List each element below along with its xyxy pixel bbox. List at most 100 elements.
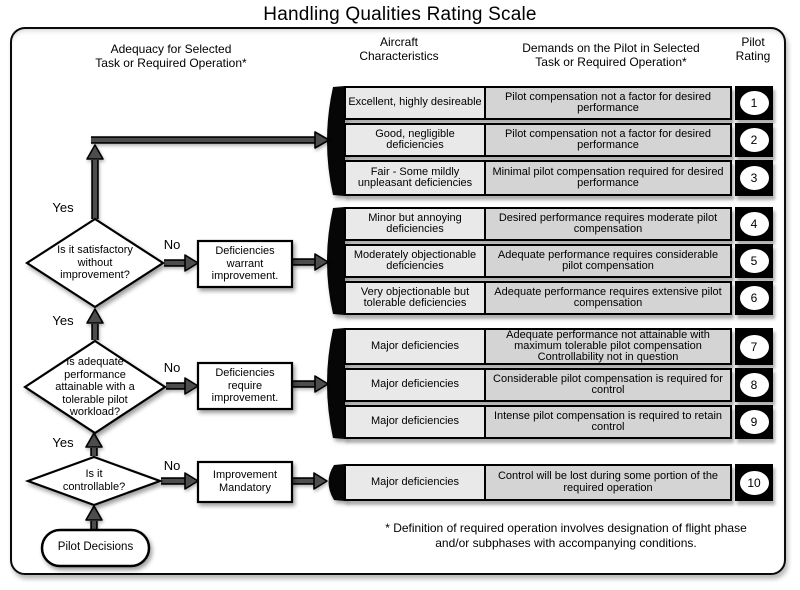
- aircraft-characteristics-cell: Fair - Some mildly unpleasant deficienci…: [346, 162, 486, 194]
- rating-row-3: Fair - Some mildly unpleasant deficienci…: [344, 160, 773, 196]
- bracket-ratings-7-9: [327, 328, 345, 439]
- footnote: * Definition of required operation invol…: [385, 521, 747, 550]
- action-box-deficiencies-require: [196, 361, 294, 411]
- pilot-demands-cell: Adequate performance requires extensive …: [494, 285, 722, 309]
- action-box-2-label: Deficiencies require improvement.: [211, 367, 279, 404]
- rating-badge: 7: [739, 334, 769, 359]
- rating-row-5: Moderately objectionable deficiencies Ade…: [344, 244, 773, 278]
- decision-diamond-adequate-performance: [22, 339, 168, 435]
- pilot-demands-cell: Intense pilot compensation is required t…: [493, 409, 723, 433]
- bracket-ratings-1-3: [327, 86, 345, 196]
- pilot-demands-cell: Adequate performance requires considerab…: [497, 248, 719, 272]
- pilot-demands-cell: Pilot compensation not a factor for desi…: [504, 90, 712, 114]
- no-label-1: No: [163, 237, 181, 252]
- arrow-up-yes1-icon: [86, 144, 104, 160]
- aircraft-characteristics-cell: Major deficiencies: [346, 466, 486, 499]
- pilot-demands-cell: Pilot compensation not a factor for desi…: [504, 127, 712, 151]
- action-box-deficiencies-warrant: [196, 239, 294, 289]
- header-pilot-demands: Demands on the Pilot in Selected Task or…: [522, 41, 700, 69]
- pilot-rating-cell: 3: [735, 160, 773, 196]
- rating-badge: 5: [739, 249, 769, 273]
- pilot-demands-cell: Considerable pilot compensation is requi…: [493, 372, 723, 396]
- decision-1-question: Is it satisfactory without improvement?: [57, 244, 133, 281]
- aircraft-characteristics-cell: Major deficiencies: [346, 407, 486, 437]
- arrow-no2-icon: [184, 377, 199, 395]
- no-label-2: No: [163, 360, 181, 375]
- yes-label-1: Yes: [52, 200, 74, 215]
- rating-row-9: Major deficiencies Intense pilot compensa…: [344, 405, 773, 439]
- rating-row-4: Minor but annoying deficiencies Desired p…: [344, 207, 773, 241]
- aircraft-characteristics-cell: Major deficiencies: [346, 330, 486, 363]
- arrow-no3-icon: [184, 472, 199, 490]
- rating-badge: 4: [739, 212, 769, 236]
- decision-diamond-controllable: [24, 455, 164, 507]
- pilot-rating-cell: 6: [735, 281, 773, 315]
- aircraft-characteristics-cell: Excellent, highly desireable: [346, 88, 486, 118]
- page-title: Handling Qualities Rating Scale: [263, 4, 537, 25]
- arrow-no1-icon: [184, 254, 199, 272]
- yes-label-3: Yes: [52, 435, 74, 450]
- diagram-frame: [10, 27, 786, 575]
- arrow-to-group4-icon: [313, 472, 328, 490]
- arrow-up-yes3-icon: [85, 432, 103, 448]
- flow-nodes: [22, 217, 294, 568]
- rating-row-1: Excellent, highly desireable Pilot compen…: [344, 86, 773, 120]
- action-box-improvement-mandatory: [196, 460, 294, 504]
- pilot-demands-cell: Minimal pilot compensation required for …: [492, 165, 724, 189]
- pilot-decisions-pill: [40, 528, 151, 568]
- rating-row-7: Major deficiencies Adequate performance n…: [344, 328, 773, 365]
- arrow-up-from-pilot-decisions-icon: [85, 505, 103, 521]
- rating-badge: 10: [739, 470, 769, 495]
- arrow-to-group3-icon: [314, 375, 329, 393]
- rating-badge: 2: [739, 128, 769, 152]
- aircraft-characteristics-cell: Minor but annoying deficiencies: [346, 209, 486, 239]
- pilot-demands-cell: Adequate performance not attainable with…: [506, 329, 710, 363]
- header-aircraft-characteristics: Aircraft Characteristics: [359, 35, 439, 63]
- aircraft-characteristics-cell: Very objectionable but tolerable deficie…: [346, 283, 486, 313]
- yes-label-2: Yes: [52, 313, 74, 328]
- decision-2-question: Is adequate performance attainable with …: [55, 356, 135, 418]
- rating-group-10: Major deficiencies Control will be lost d…: [344, 464, 773, 504]
- rating-group-4-6: Minor but annoying deficiencies Desired p…: [344, 207, 773, 318]
- action-box-1-label: Deficiencies warrant improvement.: [211, 245, 279, 282]
- header-adequacy: Adequacy for Selected Task or Required O…: [95, 42, 247, 70]
- rating-badge: 6: [739, 286, 769, 310]
- arrow-up-yes2-icon: [86, 308, 104, 324]
- decision-3-question: Is it controllable?: [62, 468, 126, 493]
- aircraft-characteristics-cell: Major deficiencies: [346, 370, 486, 400]
- rating-row-6: Very objectionable but tolerable deficie…: [344, 281, 773, 315]
- pilot-rating-cell: 7: [735, 328, 773, 365]
- aircraft-characteristics-cell: Good, negligible deficiencies: [346, 125, 486, 155]
- rating-badge: 8: [739, 373, 769, 397]
- pilot-demands-cell: Control will be lost during some portion…: [497, 470, 719, 494]
- bracket-rating-10: [328, 464, 345, 501]
- pilot-rating-cell: 8: [735, 368, 773, 402]
- rating-badge: 1: [739, 91, 769, 115]
- group-brackets: [327, 86, 345, 501]
- rating-badge: 9: [739, 410, 769, 434]
- pilot-rating-cell: 5: [735, 244, 773, 278]
- header-pilot-rating: Pilot Rating: [735, 35, 771, 63]
- pilot-rating-cell: 2: [735, 123, 773, 157]
- arrow-to-group2-icon: [314, 253, 329, 271]
- action-box-3-label: Improvement Mandatory: [212, 469, 278, 494]
- pilot-rating-cell: 9: [735, 405, 773, 439]
- flow-arrows: [85, 131, 330, 529]
- rating-row-10: Major deficiencies Control will be lost d…: [344, 464, 773, 501]
- decision-diamond-satisfactory: [24, 217, 166, 309]
- rating-group-7-9: Major deficiencies Adequate performance n…: [344, 328, 773, 442]
- aircraft-characteristics-cell: Moderately objectionable deficiencies: [346, 246, 486, 276]
- no-label-3: No: [163, 458, 181, 473]
- rating-row-8: Major deficiencies Considerable pilot com…: [344, 368, 773, 402]
- pilot-decisions-label: Pilot Decisions: [57, 541, 134, 553]
- arrow-right-to-group1-icon: [314, 131, 330, 149]
- pilot-rating-cell: 4: [735, 207, 773, 241]
- rating-row-2: Good, negligible deficiencies Pilot compe…: [344, 123, 773, 157]
- rating-badge: 3: [739, 166, 769, 190]
- bracket-ratings-4-6: [327, 207, 345, 315]
- pilot-demands-cell: Desired performance requires moderate pi…: [498, 211, 718, 235]
- pilot-rating-cell: 10: [735, 464, 773, 501]
- pilot-rating-cell: 1: [735, 86, 773, 120]
